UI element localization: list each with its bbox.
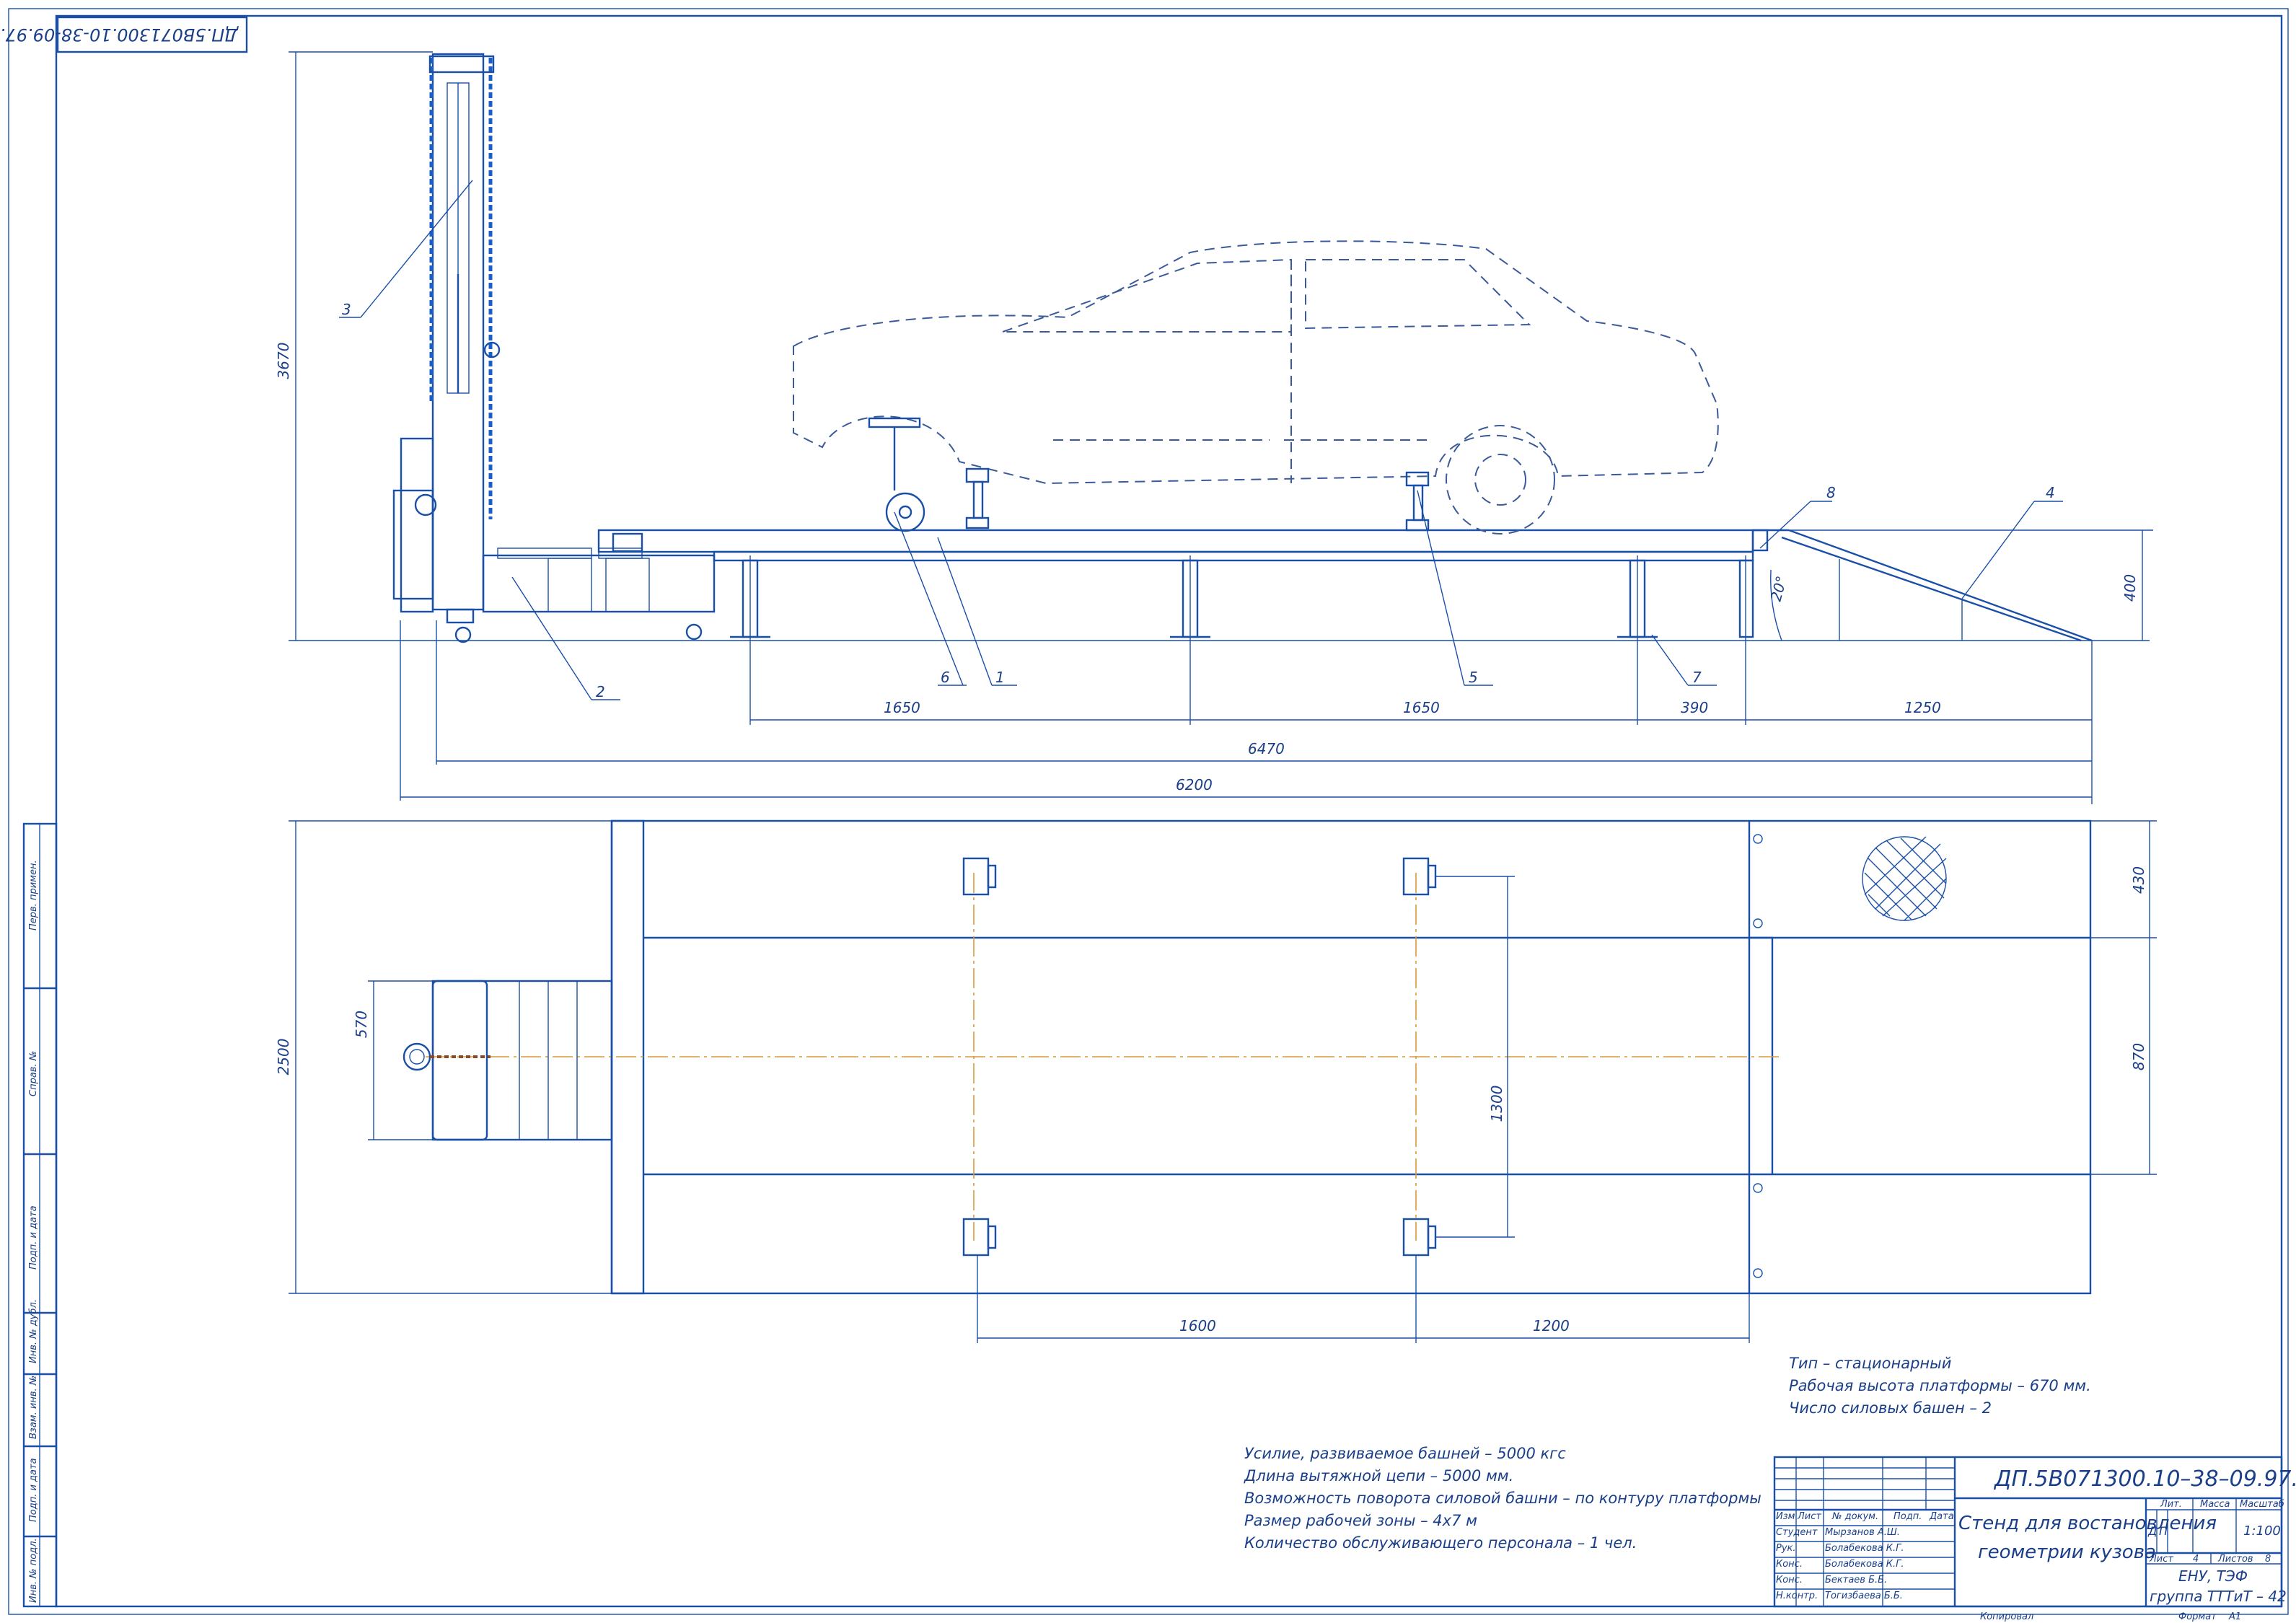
- strip-label-1: Перв. примен.: [28, 860, 39, 931]
- dims-horizontal: 1650 1650 390 1250 6470 6200: [400, 555, 2093, 804]
- tb-role-3: Конс.: [1776, 1575, 1803, 1585]
- tb-name-1: Болабекова К.Г.: [1825, 1543, 1904, 1554]
- dim-6470: 6470: [1248, 740, 1285, 757]
- tb-role-4: Н.контр.: [1776, 1591, 1818, 1601]
- tb-scale: 1:100: [2243, 1523, 2281, 1539]
- dim-3670-label: 3670: [275, 343, 292, 379]
- tb-org-1: ЕНУ, ТЭФ: [2178, 1567, 2248, 1585]
- tb-name-0: Мырзанов А.Ш.: [1825, 1527, 1900, 1538]
- callout-1: 1: [995, 669, 1005, 686]
- tb-org-2: группа ТТТиТ – 42: [2150, 1588, 2287, 1605]
- tb-sheet-label: Лист: [2149, 1554, 2173, 1565]
- dim-6200: 6200: [1176, 776, 1213, 793]
- plan-dim-430: 430: [2130, 866, 2147, 894]
- plan-view: 2500 570 1300 1600 1200 430 870: [275, 819, 2157, 1343]
- tb-name-2: Болабекова К.Г.: [1825, 1559, 1904, 1570]
- strip-label-7: Инв. № подл.: [28, 1538, 39, 1603]
- dim-390: 390: [1681, 699, 1708, 716]
- tb-col-izm: Изм: [1776, 1511, 1795, 1522]
- tower-base: [482, 532, 716, 641]
- tb-name-4: Тогизбаева Б.Б.: [1825, 1591, 1903, 1601]
- note-right-2: Рабочая высота платформы – 670 мм.: [1789, 1377, 2091, 1394]
- dim-1250: 1250: [1904, 699, 1941, 716]
- plan-dim-2500: 2500: [275, 1039, 292, 1076]
- note-left-1: Усилие, развиваемое башней – 5000 кгс: [1244, 1445, 1566, 1462]
- tb-lit-1: Д: [2147, 1524, 2158, 1538]
- dim-400: 400: [1753, 529, 2153, 641]
- tb-title-1: Стенд для востановления: [1958, 1513, 2217, 1534]
- tb-role-1: Рук.: [1776, 1543, 1796, 1554]
- plan-dims: 2500 570 1300 1600 1200 430 870: [275, 820, 2157, 1343]
- strip-label-2: Справ. №: [28, 1051, 39, 1096]
- callout-7: 7: [1692, 669, 1702, 686]
- note-left-4: Размер рабочей зоны – 4х7 м: [1244, 1512, 1477, 1529]
- tb-scale-header: Масштаб: [2240, 1499, 2284, 1510]
- tb-copied: Копировал: [1980, 1611, 2033, 1622]
- plan-dim-1600: 1600: [1179, 1317, 1216, 1334]
- inner-frame: [55, 14, 2283, 1608]
- callout-5: 5: [1469, 669, 1478, 686]
- tb-lit-header: Лит.: [2160, 1499, 2182, 1510]
- note-left-5: Количество обслуживающего персонала – 1 …: [1244, 1534, 1637, 1552]
- plan-dim-1300: 1300: [1488, 1086, 1505, 1122]
- note-right-1: Тип – стационарный: [1789, 1355, 1951, 1372]
- tb-role-0: Студент: [1776, 1527, 1818, 1538]
- platform: [597, 529, 1754, 638]
- clamps: [965, 467, 1430, 532]
- callout-6: 6: [941, 669, 950, 686]
- title-block: Изм Лист № докум. Подп. Дата Студент Мыр…: [1773, 1456, 2296, 1608]
- power-tower: [392, 53, 501, 643]
- left-strip: Перв. примен. Справ. № Подп. и дата Инв.…: [22, 822, 58, 1608]
- grate-hatch: [1862, 836, 1947, 921]
- callout-4: 4: [2046, 484, 2055, 501]
- tb-col-list: Лист: [1797, 1511, 1821, 1522]
- ramp: [1751, 529, 2093, 642]
- plan-tower-base: [403, 980, 613, 1141]
- jack-stand: [868, 417, 925, 532]
- plan-dim-570: 570: [353, 1011, 370, 1038]
- notes-right: Тип – стационарный Рабочая высота платфо…: [1789, 1355, 2091, 1417]
- plan-clamps: [962, 857, 1437, 1257]
- dim-3670: 3670: [275, 51, 433, 641]
- tb-format-value: А1: [2228, 1611, 2241, 1622]
- callout-8: 8: [1826, 484, 1836, 501]
- note-left-3: Возможность поворота силовой башни – по …: [1244, 1490, 1761, 1507]
- tb-title-2: геометрии кузова: [1978, 1541, 2156, 1563]
- strip-label-4: Инв. № дубл.: [28, 1299, 39, 1363]
- top-left-stamp-text: ДП.5В071300.10-38-09.97.21: [0, 25, 239, 45]
- side-view: 3670 400 20° 1650 1650 390 1250 6470 62: [275, 51, 2153, 804]
- tb-code: ДП.5В071300.10–38–09.97.21: [1993, 1466, 2296, 1492]
- tb-role-2: Конс.: [1776, 1559, 1803, 1570]
- tb-col-date: Дата: [1929, 1511, 1954, 1522]
- dim-1650b: 1650: [1403, 699, 1440, 716]
- tb-sheet-value: 4: [2193, 1554, 2199, 1565]
- tb-col-sign: Подп.: [1893, 1511, 1922, 1522]
- tb-col-doc: № докум.: [1831, 1511, 1878, 1522]
- tb-name-3: Бектаев Б.Б.: [1825, 1575, 1887, 1585]
- outer-frame: [8, 8, 2289, 1615]
- top-left-stamp: ДП.5В071300.10-38-09.97.21: [0, 16, 248, 53]
- dim-1650a: 1650: [884, 699, 920, 716]
- plan-dim-1200: 1200: [1533, 1317, 1570, 1334]
- notes-left: Усилие, развиваемое башней – 5000 кгс Дл…: [1244, 1445, 1761, 1552]
- strip-label-3: Подп. и дата: [28, 1205, 39, 1270]
- tb-lit-2: П: [2159, 1524, 2168, 1538]
- note-left-2: Длина вытяжной цепи – 5000 мм.: [1244, 1467, 1513, 1485]
- tb-mass-header: Масса: [2200, 1499, 2230, 1510]
- callout-3: 3: [342, 301, 351, 318]
- tb-sheets-value: 8: [2265, 1554, 2271, 1565]
- tb-format-label: Формат: [2178, 1611, 2217, 1622]
- strip-label-6: Подп. и дата: [28, 1458, 39, 1522]
- dim-400-label: 400: [2121, 574, 2139, 602]
- callouts: 3 2 6 1 5 7 8 4: [339, 180, 2063, 700]
- tb-sheets-label: Листов: [2217, 1554, 2253, 1565]
- strip-label-5: Взам. инв. №: [28, 1376, 39, 1439]
- car-outline: [793, 240, 1719, 535]
- note-right-3: Число силовых башен – 2: [1789, 1399, 1992, 1417]
- callout-2: 2: [596, 683, 605, 700]
- plan-dim-870: 870: [2130, 1043, 2147, 1070]
